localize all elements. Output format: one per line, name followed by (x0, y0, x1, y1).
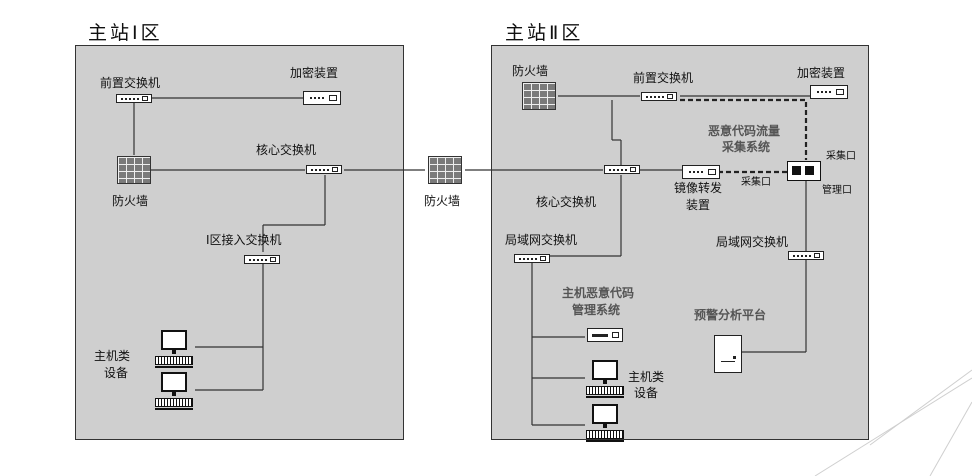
lan-switch-z2-left-label: 局域网交换机 (505, 233, 578, 247)
zone1-title: 主站Ⅰ区 (88, 22, 163, 44)
encryption-device-z1 (303, 91, 341, 105)
core-switch-z2-label: 核心交换机 (536, 195, 597, 209)
access-switch-z1-label: I区接入交换机 (206, 233, 282, 247)
host-devices-z2-label1: 主机类 (628, 370, 665, 384)
host-devices-z2-label2: 设备 (634, 386, 659, 400)
zone1-area (75, 45, 404, 440)
access-switch-z1 (244, 255, 280, 264)
firewall-z1-label: 防火墙 (112, 194, 149, 208)
core-switch-z1-label: 核心交换机 (256, 143, 317, 157)
firewall-z2-label: 防火墙 (512, 64, 549, 78)
firewall-z1-icon (117, 156, 151, 184)
alert-platform-label: 预警分析平台 (694, 308, 767, 322)
encryption-device-z1-label: 加密装置 (290, 66, 339, 80)
lan-switch-z2-right-label: 局域网交换机 (716, 235, 789, 249)
mgmt-port-label: 管理口 (822, 185, 852, 196)
core-switch-z1 (306, 165, 342, 174)
front-switch-z1 (116, 94, 152, 103)
malware-collect-label1: 恶意代码流量 (708, 124, 781, 138)
host-malware-mgmt-label1: 主机恶意代码 (562, 286, 635, 300)
computer-z1-1-icon (155, 330, 195, 370)
computer-z2-2-icon (586, 404, 626, 444)
front-switch-z2 (641, 92, 677, 101)
encryption-device-z2 (810, 85, 848, 99)
firewall-z2-icon (522, 82, 556, 110)
front-switch-z1-label: 前置交换机 (100, 76, 161, 90)
lan-switch-z2-left (514, 254, 550, 263)
host-devices-z1-label2: 设备 (104, 366, 129, 380)
mirror-forward-device (682, 165, 720, 179)
alert-platform-server-icon (714, 335, 742, 373)
computer-z1-2-icon (155, 372, 195, 412)
collect-port-label-1: 采集口 (826, 151, 856, 162)
encryption-device-z2-label: 加密装置 (797, 66, 846, 80)
computer-z2-1-icon (586, 360, 626, 400)
host-malware-mgmt-label2: 管理系统 (572, 303, 621, 317)
mirror-forward-label1: 镜像转发 (674, 181, 723, 195)
firewall-middle-icon (428, 156, 462, 184)
lan-switch-z2-right (788, 251, 824, 260)
collect-port-label-2: 采集口 (741, 177, 771, 188)
host-devices-z1-label1: 主机类 (94, 349, 131, 363)
malware-collect-label2: 采集系统 (722, 140, 771, 154)
host-malware-mgmt-device (587, 328, 623, 342)
malware-collect-probe (787, 161, 821, 181)
front-switch-z2-label: 前置交换机 (633, 71, 694, 85)
firewall-middle-label: 防火墙 (424, 194, 461, 208)
mirror-forward-label2: 装置 (686, 198, 711, 212)
zone2-title: 主站Ⅱ区 (505, 22, 584, 44)
dashed-front-probe (680, 98, 808, 160)
core-switch-z2 (604, 165, 640, 174)
